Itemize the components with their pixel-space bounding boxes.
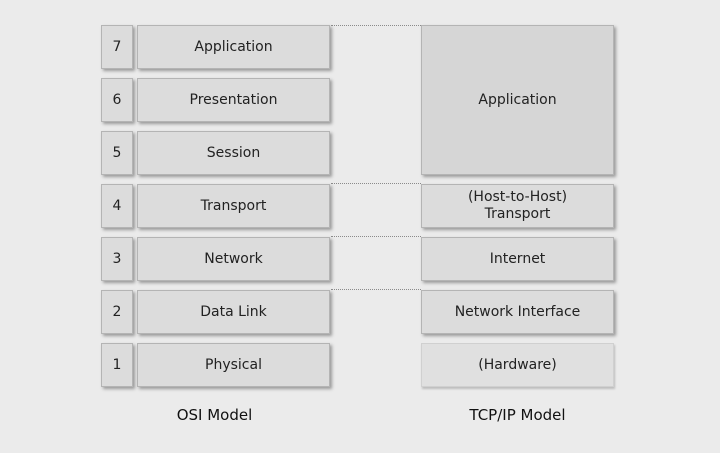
connector-line-transport-bottom [331, 236, 421, 237]
osi-layer-number-3: 3 [101, 237, 133, 281]
osi-layer-label: Transport [200, 197, 267, 214]
osi-layer-number-5: 5 [101, 131, 133, 175]
osi-number-label: 7 [112, 38, 122, 55]
connector-line-application-bottom [331, 183, 421, 184]
osi-layer-label: Data Link [200, 303, 267, 320]
osi-number-label: 6 [112, 91, 122, 108]
osi-layer-network: Network [137, 237, 330, 281]
tcpip-layer-transport: (Host-to-Host) Transport [421, 184, 614, 228]
osi-number-label: 3 [112, 250, 122, 267]
tcpip-layer-label: (Hardware) [478, 356, 557, 373]
osi-layer-number-4: 4 [101, 184, 133, 228]
tcpip-layer-network-interface: Network Interface [421, 290, 614, 334]
connector-line-top [331, 25, 421, 26]
osi-layer-application: Application [137, 25, 330, 69]
osi-layer-label: Presentation [189, 91, 278, 108]
tcpip-layer-label: Application [478, 91, 557, 108]
osi-layer-data-link: Data Link [137, 290, 330, 334]
osi-number-label: 1 [112, 356, 122, 373]
tcpip-layer-internet: Internet [421, 237, 614, 281]
osi-layer-session: Session [137, 131, 330, 175]
connector-line-internet-bottom [331, 289, 421, 290]
osi-layer-number-2: 2 [101, 290, 133, 334]
osi-layer-label: Physical [205, 356, 262, 373]
osi-model-caption: OSI Model [176, 406, 253, 424]
osi-number-label: 2 [112, 303, 122, 320]
tcpip-layer-label: Internet [489, 250, 546, 267]
tcpip-layer-label: Network Interface [454, 303, 581, 320]
osi-layer-label: Network [204, 250, 263, 267]
osi-number-label: 4 [112, 197, 122, 214]
osi-layer-transport: Transport [137, 184, 330, 228]
osi-layer-label: Session [206, 144, 261, 161]
osi-layer-physical: Physical [137, 343, 330, 387]
tcpip-layer-hardware: (Hardware) [421, 343, 614, 387]
osi-layer-number-6: 6 [101, 78, 133, 122]
tcpip-layer-label: (Host-to-Host) Transport [467, 189, 568, 222]
osi-layer-label: Application [194, 38, 273, 55]
osi-layer-number-7: 7 [101, 25, 133, 69]
osi-number-label: 5 [112, 144, 122, 161]
tcpip-model-caption: TCP/IP Model [469, 406, 566, 424]
osi-layer-number-1: 1 [101, 343, 133, 387]
osi-layer-presentation: Presentation [137, 78, 330, 122]
tcpip-layer-application: Application [421, 25, 614, 175]
